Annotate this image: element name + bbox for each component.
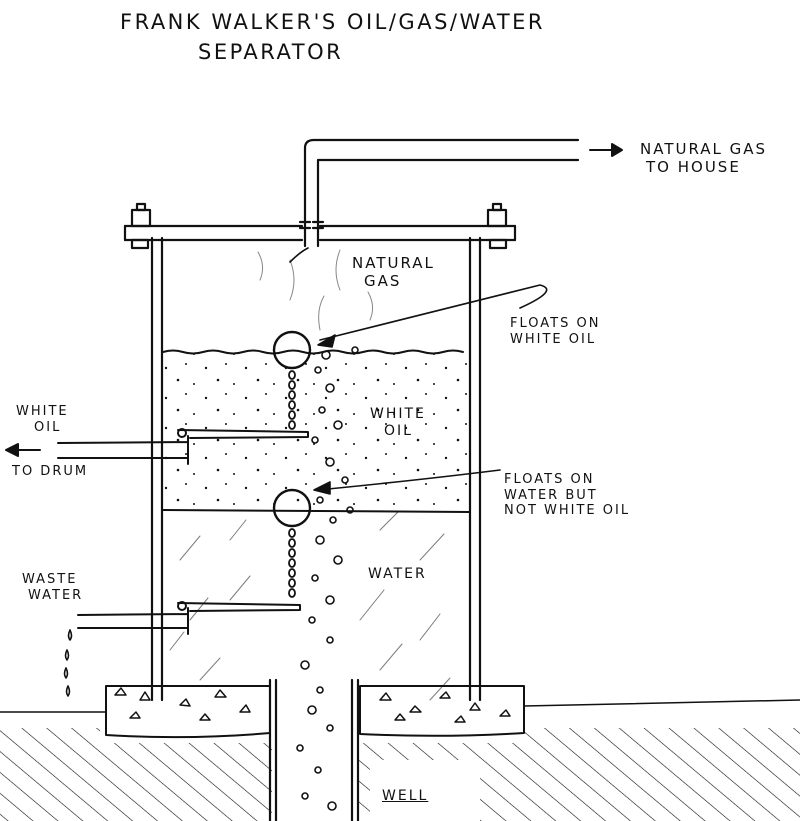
gas-bubbles — [296, 346, 359, 811]
gas-outlet-label-line1: Natural Gas — [640, 140, 768, 158]
oil-outlet-label-line1: White — [16, 404, 69, 419]
lower-float — [272, 488, 312, 598]
gas-outlet-pipe — [298, 138, 580, 248]
oil-zone-label-line1: White — [370, 406, 426, 422]
oil-zone-label-line2: Oil — [384, 422, 413, 439]
upper-float-note-line1: Floats on — [510, 316, 601, 331]
lower-float-note-line2: Water but — [504, 487, 598, 503]
gas-wisps — [257, 249, 374, 331]
water-outlet-label: Waste Water — [22, 572, 83, 603]
ball-float-icon — [272, 488, 312, 528]
arrow-right-icon — [589, 143, 623, 157]
oil-water-interface — [162, 509, 470, 513]
oil-outlet-destination: To Drum — [12, 464, 89, 479]
diagram-title-line1: Frank Walker's Oil/Gas/Water — [120, 10, 546, 34]
oil-valve-arm — [177, 428, 309, 439]
lower-float-note: Floats on Water but Not White Oil — [504, 472, 630, 519]
water-outlet-label-line1: Waste — [22, 572, 78, 587]
water-drop-icon — [63, 629, 73, 697]
tank-wall-right — [468, 236, 482, 702]
oil-outlet-label: White Oil — [16, 404, 69, 435]
oil-outlet-label-line2: Oil — [34, 419, 62, 435]
water-zone-label: Water — [368, 566, 427, 582]
well-casing — [268, 678, 360, 821]
oil-outlet-pipe — [57, 435, 189, 465]
diagram-title-line2: Separator — [198, 40, 344, 64]
leader-arrows — [289, 247, 548, 495]
gas-outlet-label-line2: To House — [646, 158, 741, 176]
ground-hatching — [0, 699, 800, 821]
gas-zone-label: Natural Gas — [352, 254, 435, 290]
upper-float-note-line2: White Oil — [510, 331, 597, 347]
gas-zone-label-line1: Natural — [352, 254, 435, 272]
well-label: Well — [382, 788, 429, 804]
tank-lid — [123, 202, 517, 250]
upper-float-note: Floats on White Oil — [510, 316, 600, 347]
ball-float-icon — [272, 330, 312, 370]
gas-zone-label-line2: Gas — [364, 272, 402, 290]
water-outlet-pipe — [77, 607, 189, 635]
oil-zone-label: White Oil — [370, 406, 426, 440]
gas-outlet-label: Natural Gas To House — [640, 140, 767, 176]
water-outlet-label-line2: Water — [28, 587, 84, 603]
water-valve-arm — [177, 601, 301, 612]
lower-float-note-line1: Floats on — [504, 472, 595, 487]
water-layer — [169, 511, 451, 701]
oil-surface — [162, 349, 464, 355]
lower-float-note-line3: Not White Oil — [504, 503, 631, 519]
upper-float — [272, 330, 312, 430]
tank-wall-left — [150, 236, 164, 702]
arrow-left-icon — [5, 443, 41, 457]
